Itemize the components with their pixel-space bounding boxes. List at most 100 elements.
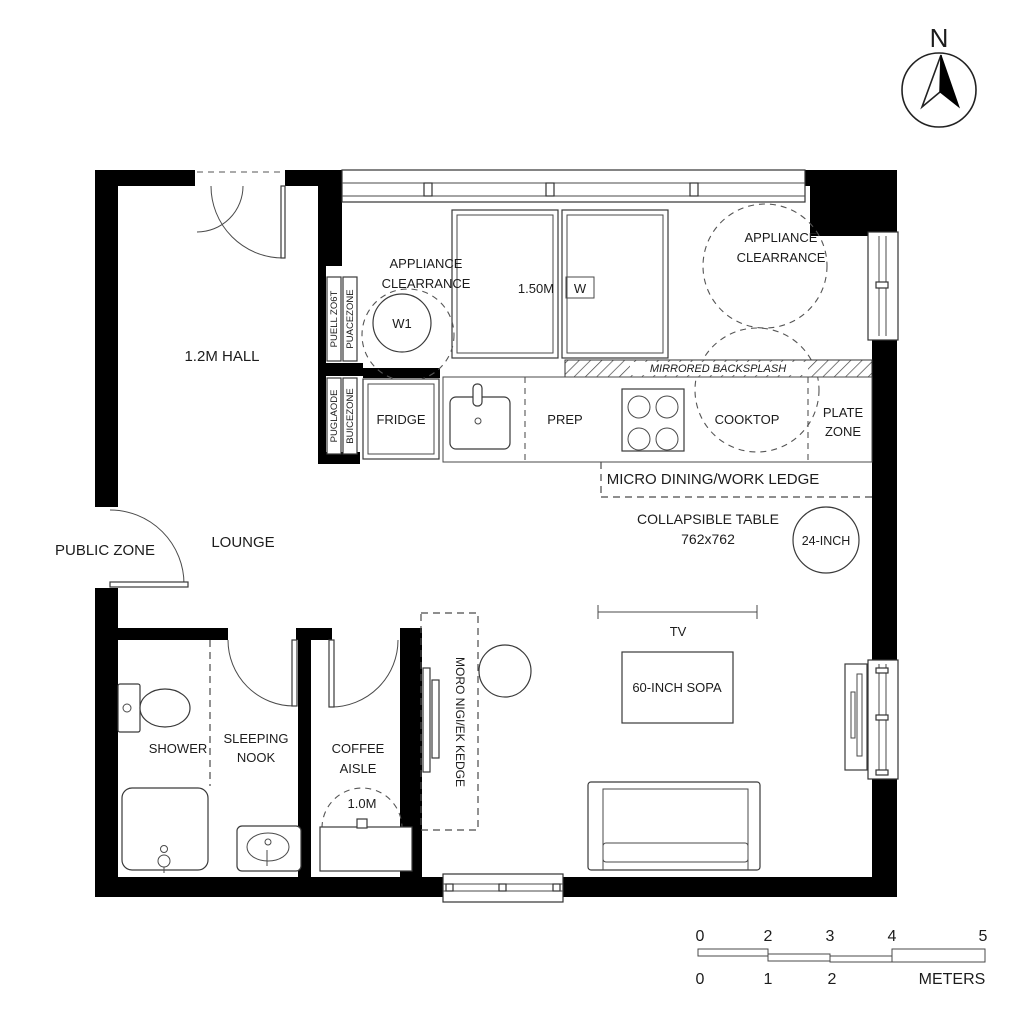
window-bottom xyxy=(442,873,564,903)
dining-area: MICRO DINING/WORK LEDGE COLLAPSIBLE TABL… xyxy=(420,462,872,831)
window-right-upper xyxy=(867,231,899,341)
sofa-60-label: 60-INCH SOPA xyxy=(632,680,722,695)
plate-zone-label-1: PLATE xyxy=(823,405,864,420)
width-dimension-label: 1.50M xyxy=(518,281,554,296)
scale-top-4: 4 xyxy=(888,928,897,945)
wall-left-lower xyxy=(95,588,118,880)
exterior-walls xyxy=(95,170,897,897)
window-right-lower xyxy=(867,659,899,780)
wall-kitchen-band-2 xyxy=(318,452,360,464)
shower-label: SHOWER xyxy=(149,741,208,756)
bathroom-sink-icon xyxy=(236,825,302,872)
appliance-cabinet-2 xyxy=(561,209,669,359)
coffee-counter-icon xyxy=(319,818,413,872)
wall-fridge-band xyxy=(363,368,440,378)
wall-nook-divider xyxy=(298,640,311,877)
wall-bottom-right xyxy=(562,877,897,897)
scale-top-3: 3 xyxy=(826,928,835,945)
appliance-cabinet-1-inner xyxy=(456,214,554,354)
scale-top-2: 2 xyxy=(764,928,773,945)
fridge-box xyxy=(362,378,440,460)
north-label: N xyxy=(930,23,949,53)
coffee-clearance-label: 1.0M xyxy=(348,796,377,811)
sleeping-nook-door xyxy=(227,639,298,707)
appliance-cabinet-2-inner xyxy=(566,214,664,354)
wall-bottom-left xyxy=(95,877,443,897)
entry-door xyxy=(196,171,286,259)
north-arrow-icon: N xyxy=(901,23,977,128)
wall-kitchen-band-1 xyxy=(318,363,363,376)
faucet-icon xyxy=(472,383,483,407)
washer-label: W1 xyxy=(392,316,412,331)
scale-bottom-0: 0 xyxy=(696,971,705,988)
washer-tag-label: W xyxy=(574,281,587,296)
strip-label-1: PUELL ZO6T xyxy=(329,290,340,347)
plate-zone-label-2: ZONE xyxy=(825,424,861,439)
washer-circle xyxy=(372,293,432,353)
strip-label-4: BUICEZONE xyxy=(345,388,356,443)
cooktop-icon xyxy=(621,388,685,452)
interior-walls xyxy=(117,186,440,877)
stool-circle xyxy=(478,644,532,698)
backsplash-label: MIRRORED BACKSPLASH xyxy=(650,363,786,375)
window-top xyxy=(341,169,806,203)
wall-coffee-divider xyxy=(400,628,422,877)
scale-bottom-1: 1 xyxy=(764,971,773,988)
hall-label: 1.2M HALL xyxy=(184,348,259,365)
coffee-aisle-label-2: AISLE xyxy=(340,761,377,776)
appliance-clearance-circle-right xyxy=(702,203,828,329)
public-zone-door xyxy=(109,509,189,588)
wall-top-right xyxy=(805,170,897,186)
kitchen-area: MIRRORED BACKSPLASH FRIDGE PREP COOKTOP … xyxy=(326,203,873,463)
wall-top-left xyxy=(95,170,195,186)
living-area: TV 60-INCH SOPA xyxy=(587,605,761,871)
doors xyxy=(109,171,399,708)
scale-segment-4 xyxy=(891,948,986,963)
appliance-clearance-left-2: CLEARRANCE xyxy=(382,276,471,291)
public-zone-label: PUBLIC ZONE xyxy=(55,542,155,559)
prep-label: PREP xyxy=(547,412,582,427)
compass-needle-east xyxy=(939,54,961,109)
fridge-box-inner xyxy=(367,383,435,455)
lounge-label: LOUNGE xyxy=(211,534,274,551)
micro-dining-label: MICRO DINING/WORK LEDGE xyxy=(607,471,820,488)
scale-bar: 0 2 3 4 5 0 1 2 METERS xyxy=(696,928,988,988)
ledge-zone-outline xyxy=(420,612,479,831)
wall-right-mid xyxy=(872,340,897,662)
sofa-icon xyxy=(587,781,761,871)
ledge-shelf-1 xyxy=(422,667,431,773)
wall-kitchen-vertical xyxy=(318,186,342,266)
sofa-60-box xyxy=(621,651,734,724)
kitchen-sink xyxy=(449,383,511,450)
washer-clearance-circle xyxy=(361,288,455,382)
appliance-clearance-right-1: APPLIANCE xyxy=(745,230,818,245)
shower-tray-icon xyxy=(121,787,209,873)
cooktop-label: COOKTOP xyxy=(715,412,780,427)
scale-unit-label: METERS xyxy=(919,971,986,988)
wall-top-mid xyxy=(285,170,342,186)
window-ledge-radiator xyxy=(844,663,868,771)
strip-label-3: PUGLAODE xyxy=(329,390,340,443)
toilet-icon xyxy=(117,683,191,733)
bath-and-nook-area: SHOWER SLEEPING NOOK COFFEE AISLE 1.0M xyxy=(117,640,413,873)
appliance-cabinet-1 xyxy=(451,209,559,359)
wall-right-lower xyxy=(872,778,897,877)
ledge-shelf-2 xyxy=(431,679,440,759)
pantry-strips: PUELL ZO6T PUACEZONE PUGLAODE BUICEZONE xyxy=(326,276,358,455)
appliance-clearance-left-1: APPLIANCE xyxy=(390,256,463,271)
table-size-label: 762x762 xyxy=(681,531,735,547)
wall-left-upper xyxy=(95,170,118,507)
ledge-vertical-label: MORO NIGI/EK KEDGE xyxy=(453,657,467,787)
scale-bottom-2: 2 xyxy=(828,971,837,988)
backsplash-label-bg xyxy=(630,362,808,375)
fridge-label: FRIDGE xyxy=(376,412,425,427)
wall-corner-block xyxy=(810,186,897,236)
strip-label-2: PUACEZONE xyxy=(345,289,356,348)
coffee-aisle-label-1: COFFEE xyxy=(332,741,385,756)
tv-dimension-line xyxy=(597,605,758,619)
tv-label: TV xyxy=(670,624,687,639)
windows xyxy=(341,169,899,903)
stool-24-circle xyxy=(792,506,860,574)
